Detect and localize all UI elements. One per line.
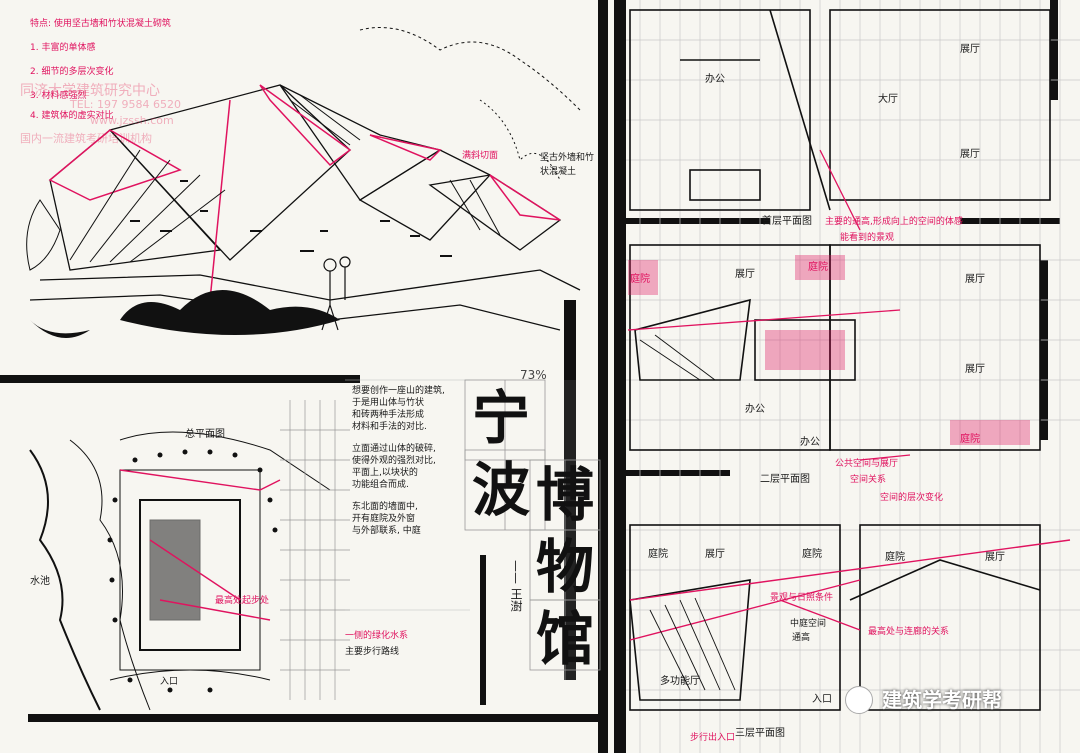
wechat-logo-icon <box>845 686 873 714</box>
site-entry-label: 入口 <box>160 677 179 687</box>
title-char: 博 <box>536 461 595 529</box>
first-floor-plan-label: 首层平面图 <box>762 216 812 227</box>
title-char: 馆 <box>536 605 595 673</box>
room-label: 展厅 <box>965 274 985 285</box>
room-label: 多功能厅 <box>660 676 700 687</box>
exit-note: 步行出入口 <box>690 733 736 743</box>
logo-text: 建筑学考研帮 <box>882 688 1002 712</box>
cone-note: 坚古外墙和竹 <box>540 153 595 163</box>
second-plan-note: 公共空间与展厅 <box>835 459 899 469</box>
title-char: 物 <box>536 533 595 601</box>
room-label: 展厅 <box>985 552 1005 563</box>
title-char: 宁 <box>472 384 531 452</box>
feature-item: 4. 建筑体的虚实对比 <box>30 111 114 121</box>
feature-item: 2. 细节的多层次变化 <box>30 67 114 77</box>
room-label: 入口 <box>812 694 832 705</box>
description: 想要创作一座山的建筑, 于是用山体与竹状 和砖两种手法形成 材料和手法的对比. … <box>352 385 464 537</box>
room-label: 展厅 <box>965 364 985 375</box>
site-note: 一侧的绿化水系 <box>345 631 409 641</box>
watermark-web: www.jzssh.com <box>90 114 174 127</box>
watermark-training: 国内一流建筑考研培训机构 <box>20 132 152 145</box>
room-label: 展厅 <box>960 149 980 160</box>
room-label: 展厅 <box>705 549 725 560</box>
room-label: 大厅 <box>878 94 898 105</box>
feature-item: 3. 材料感强烈 <box>30 91 87 101</box>
room-label: 庭院 <box>648 549 668 560</box>
site-path-note: 最高处起步处 <box>215 596 270 606</box>
author-label: —— 王澍 <box>509 560 523 612</box>
description-line: 功能组合而成. <box>352 480 409 490</box>
feature-item: 1. 丰富的单体感 <box>30 43 96 53</box>
description-line: 东北面的墙面中, <box>352 502 418 512</box>
description-line: 使得外观的强烈对比, <box>352 456 436 466</box>
water-label: 水池 <box>30 576 50 587</box>
description-line: 与外部联系, 中庭 <box>352 526 421 536</box>
room-label: 办公 <box>745 404 765 415</box>
room-label: 办公 <box>800 437 820 448</box>
section-note: 通高 <box>792 633 811 643</box>
description-line: 材料和手法的对比. <box>352 422 427 432</box>
description-line: 和砖两种手法形成 <box>352 410 425 420</box>
room-label: 庭院 <box>885 552 905 563</box>
room-label: 办公 <box>705 74 725 85</box>
features-title: 特点: 使用坚古墙和竹状混凝土砌筑 <box>30 19 171 29</box>
site-plan-label: 总平面图 <box>185 429 225 440</box>
title-char: 波 <box>472 456 531 524</box>
description-line: 开有庭院及外窗 <box>352 514 416 524</box>
watermark-org: 同济大学建筑研究中心 <box>20 83 160 99</box>
description-line: 于是用山体与竹状 <box>352 398 425 408</box>
section-note: 最高处与连廊的关系 <box>868 627 950 637</box>
site-note: 主要步行路线 <box>345 647 400 657</box>
room-label: 展厅 <box>960 44 980 55</box>
cone-note: 状混凝土 <box>540 167 577 177</box>
room-label: 庭院 <box>960 434 980 445</box>
third-floor-plan-label: 三层平面图 <box>735 728 785 739</box>
plaza-label: 满斜切面 <box>462 151 499 161</box>
description-line: 立面通过山体的破碎, <box>352 444 436 454</box>
first-plan-note: 主要的通高,形成向上的空间的体感 <box>825 217 963 227</box>
room-label: 庭院 <box>630 274 650 285</box>
room-label: 庭院 <box>802 549 822 560</box>
section-note: 景观与日照条件 <box>770 593 834 603</box>
room-label: 展厅 <box>735 269 755 280</box>
third-plan-note: 空间的层次变化 <box>880 493 944 503</box>
second-plan-note: 空间关系 <box>850 475 887 485</box>
watermark-phone: TEL: 197 9584 6520 <box>70 98 181 111</box>
description-line: 想要创作一座山的建筑, <box>352 386 445 396</box>
second-floor-plan-label: 二层平面图 <box>760 474 810 485</box>
zoom-percent: 73% <box>520 368 547 382</box>
room-label: 庭院 <box>808 262 828 273</box>
first-plan-note: 能看到的景观 <box>840 233 895 243</box>
description-line: 平面上,以块状的 <box>352 468 418 478</box>
section-note: 中庭空间 <box>790 619 827 629</box>
